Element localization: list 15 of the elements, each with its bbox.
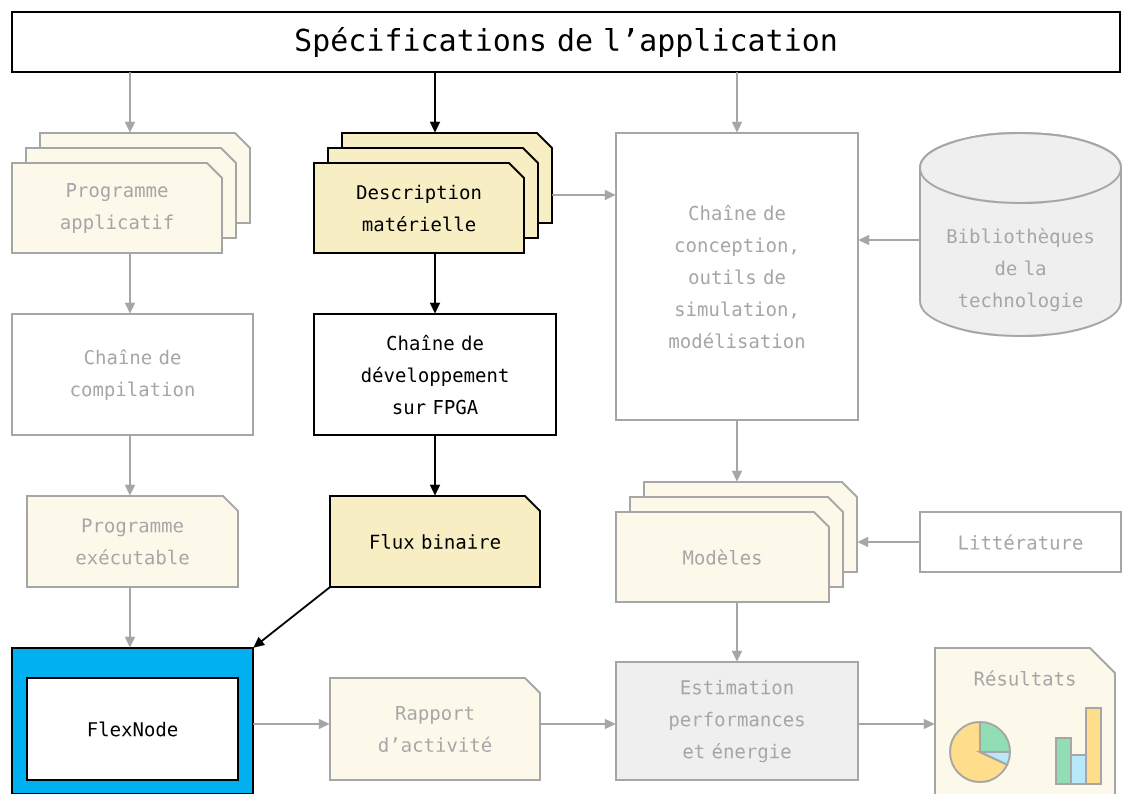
process-box: Chaîne de conception, outils de simulation, modélisation [615,132,859,421]
source-box: Littérature [919,511,1122,573]
device-box: FlexNode [26,677,239,781]
document-stack: Description matérielle [313,132,553,254]
database-cylinder: Bibliothèques de la technologie [919,132,1122,337]
document-stack: Modèles [615,481,858,603]
process-box: Chaîne de développement sur FPGA [313,313,557,436]
document-stack: Programme applicatif [11,132,251,254]
document: Programme exécutable [26,495,239,588]
process-box: Estimation performances et énergie [615,661,859,781]
document: Flux binaire [329,495,541,588]
document: Rapport d’activité [329,677,541,781]
specification-banner: Spécifications de l’application [11,11,1121,73]
results-document: Résultats [934,647,1116,794]
process-box: Chaîne de compilation [11,313,254,436]
